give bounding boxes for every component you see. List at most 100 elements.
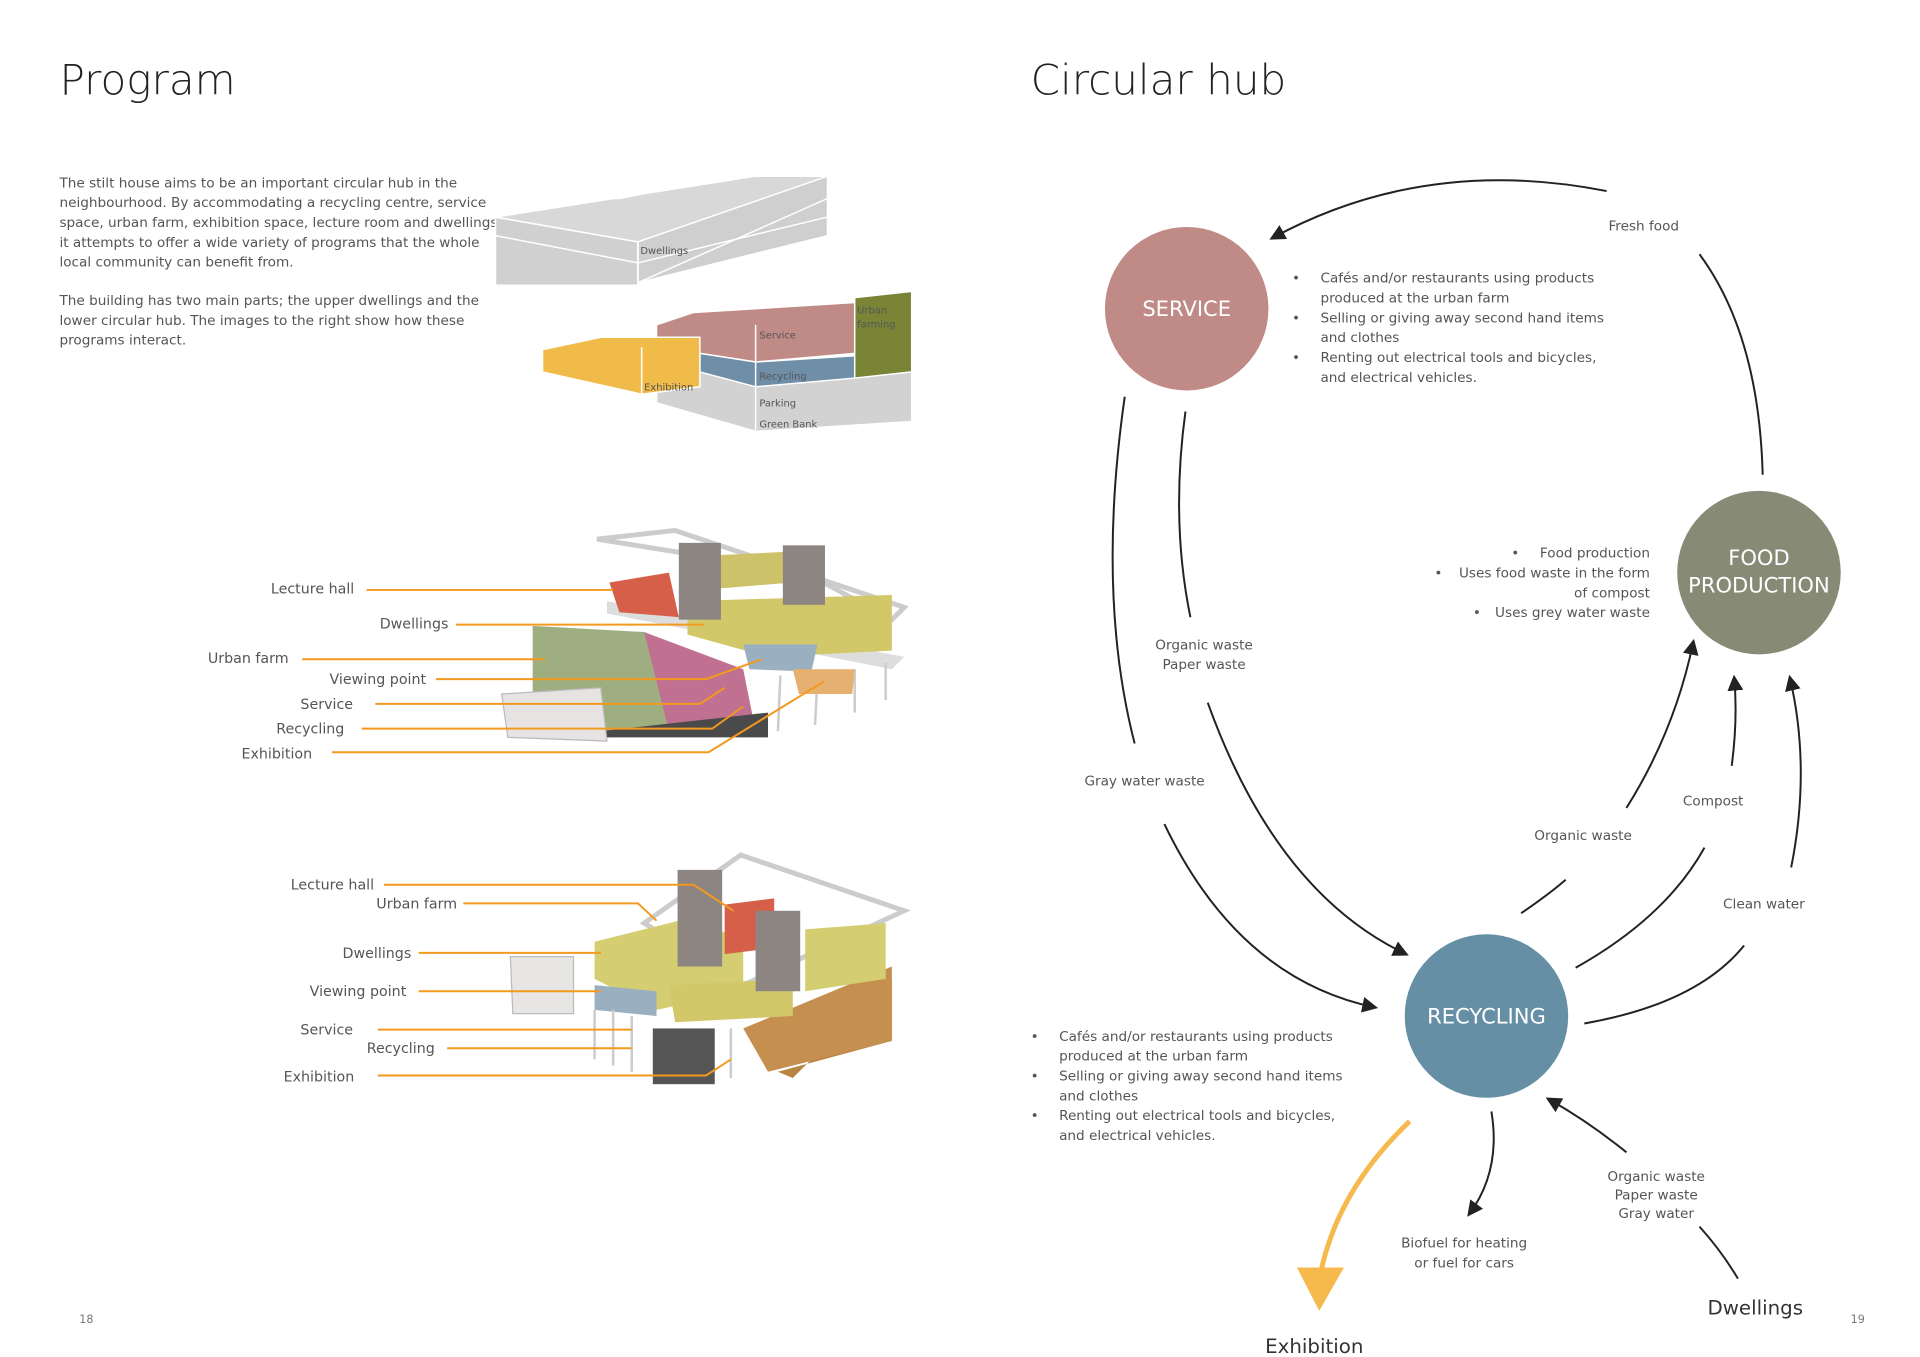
- arrow-clean-water: [1785, 674, 1802, 868]
- svg-text:Urban: Urban: [857, 306, 887, 317]
- node-food-production: FOOD PRODUCTION: [1677, 490, 1841, 655]
- svg-text:produced at the urban farm: produced at the urban farm: [1059, 1049, 1248, 1065]
- arrow-organic-to-food: [1625, 638, 1699, 809]
- svg-text:and electrical vehicles.: and electrical vehicles.: [1320, 370, 1476, 386]
- svg-text:Renting out electrical tools a: Renting out electrical tools and bicycle…: [1059, 1108, 1335, 1124]
- arrow-exhibition-head: [1296, 1267, 1344, 1311]
- svg-text:of compost: of compost: [1574, 585, 1651, 601]
- svg-text:Recycling: Recycling: [759, 371, 806, 382]
- svg-text:produced at the urban farm: produced at the urban farm: [1320, 291, 1509, 307]
- svg-text:it attempts to offer a wide va: it attempts to offer a wide variety of p…: [59, 235, 479, 251]
- service-bullets: • Cafés and/or restaurants using products…: [1292, 271, 1604, 386]
- svg-text:Service: Service: [300, 697, 353, 713]
- svg-text:Selling or giving away second: Selling or giving away second hand items: [1320, 310, 1604, 326]
- svg-text:Clean water: Clean water: [1723, 896, 1805, 912]
- svg-text:Cafés and/or restaurants using: Cafés and/or restaurants using products: [1320, 271, 1594, 287]
- svg-text:The building has two main part: The building has two main parts; the upp…: [58, 293, 479, 309]
- svg-text:•: •: [1434, 566, 1442, 582]
- svg-text:Food production: Food production: [1540, 546, 1650, 562]
- svg-text:Organic waste: Organic waste: [1534, 828, 1632, 844]
- svg-text:Paper waste: Paper waste: [1162, 657, 1245, 673]
- svg-text:local community can benefit fr: local community can benefit from.: [59, 255, 293, 271]
- svg-text:Parking: Parking: [759, 399, 796, 410]
- svg-text:Service: Service: [300, 1023, 353, 1039]
- svg-text:•: •: [1511, 546, 1519, 562]
- svg-text:Service: Service: [759, 330, 796, 341]
- svg-text:lower circular hub. The images: lower circular hub. The images to the ri…: [59, 313, 464, 329]
- svg-text:Lecture hall: Lecture hall: [271, 582, 354, 598]
- page-number-left: 18: [79, 1313, 93, 1326]
- arrow-gray-water: [1163, 823, 1379, 1013]
- page-title-circular-hub: Circular hub: [1031, 55, 1287, 104]
- svg-text:farming: farming: [857, 319, 895, 330]
- svg-text:Gray water waste: Gray water waste: [1084, 774, 1204, 790]
- svg-text:Selling or giving away second: Selling or giving away second hand items: [1059, 1068, 1343, 1084]
- svg-text:Recycling: Recycling: [276, 722, 344, 738]
- svg-text:Viewing point: Viewing point: [310, 984, 407, 1000]
- svg-text:Lecture hall: Lecture hall: [291, 878, 374, 894]
- flow-arrows: [1111, 179, 1802, 1311]
- svg-text:Fresh food: Fresh food: [1608, 219, 1679, 235]
- svg-text:Renting out electrical tools a: Renting out electrical tools and bicycle…: [1320, 350, 1596, 366]
- building-render-2: [509, 852, 911, 1085]
- arrow-organic-paper: [1206, 702, 1409, 956]
- svg-text:Dwellings: Dwellings: [380, 616, 449, 632]
- svg-text:Organic waste: Organic waste: [1607, 1169, 1705, 1185]
- flow-labels: Fresh food Organic waste Paper waste Gra…: [1084, 219, 1805, 1272]
- svg-text:Biofuel for heating: Biofuel for heating: [1401, 1236, 1527, 1252]
- arrow-fresh-food: [1269, 179, 1607, 240]
- render-2-labels: Lecture hall Urban farm Dwellings Viewin…: [284, 878, 734, 1086]
- svg-text:Uses food waste in the form: Uses food waste in the form: [1459, 566, 1650, 582]
- exhibition-label: Exhibition: [1265, 1335, 1363, 1357]
- svg-text:Urban farm: Urban farm: [376, 896, 457, 912]
- line-food-to-fresh: [1698, 253, 1764, 475]
- svg-text:neighbourhood. By accommodatin: neighbourhood. By accommodating a recycl…: [59, 195, 486, 211]
- arrow-biofuel: [1467, 1111, 1495, 1217]
- svg-text:Exhibition: Exhibition: [644, 383, 693, 394]
- page-title-program: Program: [59, 55, 235, 104]
- line-organic-waste: [1520, 879, 1567, 915]
- svg-text:PRODUCTION: PRODUCTION: [1688, 572, 1830, 597]
- svg-text:•: •: [1292, 271, 1300, 287]
- svg-text:Cafés and/or restaurants using: Cafés and/or restaurants using products: [1059, 1029, 1333, 1045]
- svg-text:Exhibition: Exhibition: [284, 1070, 355, 1086]
- svg-text:Compost: Compost: [1683, 793, 1744, 809]
- svg-text:The stilt house aims to be an: The stilt house aims to be an important …: [58, 175, 457, 191]
- svg-text:SERVICE: SERVICE: [1142, 296, 1231, 321]
- svg-text:Viewing point: Viewing point: [329, 672, 426, 688]
- line-dwellings: [1698, 1225, 1739, 1280]
- svg-text:RECYCLING: RECYCLING: [1427, 1003, 1546, 1028]
- svg-text:Uses grey water waste: Uses grey water waste: [1495, 605, 1650, 621]
- svg-text:Green Bank: Green Bank: [759, 420, 817, 431]
- svg-text:programs interact.: programs interact.: [59, 333, 186, 349]
- svg-text:•: •: [1292, 350, 1300, 366]
- svg-text:and clothes: and clothes: [1320, 330, 1399, 346]
- svg-text:•: •: [1031, 1029, 1039, 1045]
- intro-paragraph-2: The building has two main parts; the upp…: [58, 293, 479, 349]
- svg-text:•: •: [1292, 310, 1300, 326]
- svg-text:Recycling: Recycling: [367, 1041, 435, 1057]
- node-service: SERVICE: [1104, 226, 1269, 391]
- svg-text:Urban farm: Urban farm: [208, 651, 289, 667]
- line-clean-water: [1584, 944, 1745, 1025]
- food-bullets: • Food production • Uses food waste in the…: [1434, 546, 1650, 621]
- svg-text:or fuel for cars: or fuel for cars: [1414, 1256, 1514, 1272]
- line-service-gray-water: [1111, 396, 1136, 744]
- svg-text:•: •: [1031, 1068, 1039, 1084]
- svg-text:Exhibition: Exhibition: [241, 746, 312, 762]
- recycling-bullets: • Cafés and/or restaurants using products…: [1031, 1029, 1343, 1144]
- render-1-labels: Lecture hall Dwellings Urban farm Viewin…: [208, 582, 825, 762]
- line-service-organic: [1178, 411, 1192, 618]
- arrow-dwellings-waste: [1545, 1097, 1628, 1154]
- svg-text:Gray water: Gray water: [1618, 1206, 1694, 1222]
- svg-text:Organic waste: Organic waste: [1155, 637, 1253, 653]
- program-block-diagram: Dwellings Service Urban farming Recyclin…: [494, 175, 913, 433]
- svg-text:and electrical vehicles.: and electrical vehicles.: [1059, 1128, 1215, 1144]
- svg-text:and clothes: and clothes: [1059, 1088, 1138, 1104]
- node-recycling: RECYCLING: [1404, 934, 1569, 1098]
- svg-text:FOOD: FOOD: [1728, 545, 1789, 570]
- svg-text:•: •: [1473, 605, 1481, 621]
- svg-text:Dwellings: Dwellings: [640, 246, 688, 257]
- dwellings-label: Dwellings: [1707, 1297, 1803, 1320]
